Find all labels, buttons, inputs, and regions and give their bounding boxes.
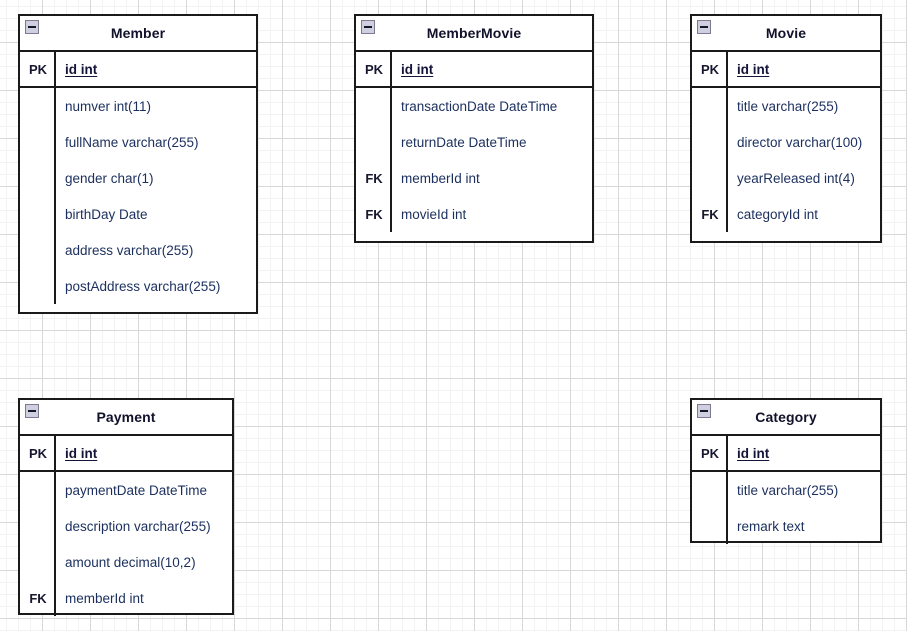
attribute-name: returnDate DateTime: [401, 134, 527, 150]
key-label: FK: [701, 206, 719, 222]
key-label: FK: [365, 170, 383, 186]
column-divider: [726, 88, 728, 232]
attribute-list-category: title varchar(255) remark text: [692, 472, 880, 544]
collapse-minus-icon[interactable]: [25, 404, 39, 418]
attribute-name: paymentDate DateTime: [65, 482, 208, 498]
attribute-name: birthDay Date: [65, 206, 148, 222]
entity-header-movie[interactable]: Movie: [692, 16, 880, 52]
attribute-list-membermovie: transactionDate DateTime returnDate DateT…: [356, 88, 592, 241]
attribute-name: title varchar(255): [737, 98, 839, 114]
attribute-name: remark text: [737, 518, 805, 534]
attribute-name: title varchar(255): [737, 482, 839, 498]
key-row-member[interactable]: PK id int: [20, 52, 256, 88]
attribute-row[interactable]: transactionDate DateTime: [356, 88, 592, 124]
primary-key-attribute: id int: [65, 445, 98, 461]
collapse-minus-icon[interactable]: [25, 20, 39, 34]
column-divider: [390, 52, 392, 86]
attribute-list-payment: paymentDate DateTime description varchar(…: [20, 472, 232, 616]
entity-header-member[interactable]: Member: [20, 16, 256, 52]
key-row-category[interactable]: PK id int: [692, 436, 880, 472]
primary-key-attribute: id int: [737, 61, 770, 77]
column-divider: [54, 472, 56, 616]
attribute-name: description varchar(255): [65, 518, 211, 534]
entity-title: MemberMovie: [426, 25, 522, 41]
key-row-payment[interactable]: PK id int: [20, 436, 232, 472]
attribute-row[interactable]: yearReleased int(4): [692, 160, 880, 196]
entity-title: Member: [110, 25, 166, 41]
attribute-row[interactable]: gender char(1): [20, 160, 256, 196]
attribute-name: director varchar(100): [737, 134, 863, 150]
attribute-name: numver int(11): [65, 98, 152, 114]
attribute-row[interactable]: numver int(11): [20, 88, 256, 124]
primary-key-attribute: id int: [737, 445, 770, 461]
key-label: FK: [365, 206, 383, 222]
column-divider: [726, 472, 728, 544]
attribute-row[interactable]: amount decimal(10,2): [20, 544, 232, 580]
attribute-row[interactable]: FK categoryId int: [692, 196, 880, 232]
column-divider: [726, 52, 728, 86]
entity-title: Payment: [96, 409, 156, 425]
attribute-name: yearReleased int(4): [737, 170, 855, 186]
attribute-row[interactable]: title varchar(255): [692, 88, 880, 124]
column-divider: [54, 436, 56, 470]
attribute-name: amount decimal(10,2): [65, 554, 196, 570]
attribute-row[interactable]: title varchar(255): [692, 472, 880, 508]
attribute-name: transactionDate DateTime: [401, 98, 558, 114]
column-divider: [54, 88, 56, 304]
entity-title: Category: [755, 409, 817, 425]
attribute-row[interactable]: postAddress varchar(255): [20, 268, 256, 304]
attribute-row[interactable]: FK memberId int: [20, 580, 232, 616]
entity-title: Movie: [765, 25, 807, 41]
entity-header-membermovie[interactable]: MemberMovie: [356, 16, 592, 52]
attribute-name: memberId int: [401, 170, 480, 186]
attribute-name: categoryId int: [737, 206, 819, 222]
key-label: PK: [364, 61, 384, 77]
attribute-name: fullName varchar(255): [65, 134, 199, 150]
key-label: PK: [700, 445, 720, 461]
key-label: PK: [28, 445, 48, 461]
attribute-row[interactable]: address varchar(255): [20, 232, 256, 268]
entity-header-category[interactable]: Category: [692, 400, 880, 436]
key-label: PK: [28, 61, 48, 77]
key-label: FK: [29, 590, 47, 606]
attribute-name: address varchar(255): [65, 242, 194, 258]
column-divider: [390, 88, 392, 232]
key-label: PK: [700, 61, 720, 77]
attribute-list-movie: title varchar(255) director varchar(100) y…: [692, 88, 880, 241]
attribute-row[interactable]: birthDay Date: [20, 196, 256, 232]
attribute-row[interactable]: FK memberId int: [356, 160, 592, 196]
attribute-name: postAddress varchar(255): [65, 278, 221, 294]
primary-key-attribute: id int: [401, 61, 434, 77]
attribute-name: memberId int: [65, 590, 144, 606]
key-row-membermovie[interactable]: PK id int: [356, 52, 592, 88]
collapse-minus-icon[interactable]: [697, 404, 711, 418]
attribute-name: movieId int: [401, 206, 467, 222]
attribute-row[interactable]: remark text: [692, 508, 880, 544]
entity-header-payment[interactable]: Payment: [20, 400, 232, 436]
primary-key-attribute: id int: [65, 61, 98, 77]
collapse-minus-icon[interactable]: [361, 20, 375, 34]
attribute-row[interactable]: FK movieId int: [356, 196, 592, 232]
column-divider: [54, 52, 56, 86]
attribute-list-member: numver int(11) fullName varchar(255) gende…: [20, 88, 256, 312]
key-row-movie[interactable]: PK id int: [692, 52, 880, 88]
attribute-row[interactable]: fullName varchar(255): [20, 124, 256, 160]
attribute-name: gender char(1): [65, 170, 154, 186]
attribute-row[interactable]: returnDate DateTime: [356, 124, 592, 160]
column-divider: [726, 436, 728, 470]
attribute-row[interactable]: director varchar(100): [692, 124, 880, 160]
collapse-minus-icon[interactable]: [697, 20, 711, 34]
attribute-row[interactable]: paymentDate DateTime: [20, 472, 232, 508]
attribute-row[interactable]: description varchar(255): [20, 508, 232, 544]
